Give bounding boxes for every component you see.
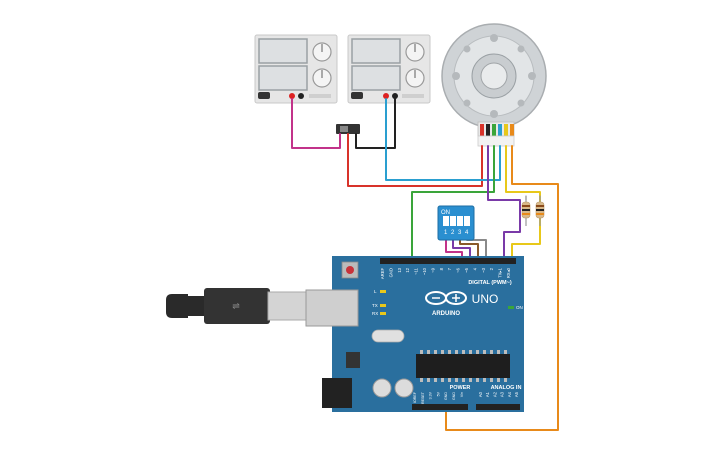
digital-pin-label-15: RX◂0 xyxy=(506,267,511,278)
current-display-1 xyxy=(258,65,308,91)
power-pin-label-0: IOREF xyxy=(413,391,417,403)
power-pin-label-5: GND xyxy=(452,392,456,400)
analog-header[interactable] xyxy=(476,404,520,410)
atmega-chip xyxy=(416,354,510,378)
analog-pin-label-5: A5 xyxy=(514,391,519,397)
rx-led-label: RX xyxy=(372,311,378,316)
dip-switch-number-2: 2 xyxy=(451,230,455,236)
usb-symbol-icon: ⇌ xyxy=(232,301,240,311)
arduino-logo-icon xyxy=(425,291,467,305)
analog-pin-label-1: A1 xyxy=(485,391,490,397)
digital-pin-label-2: 13 xyxy=(397,267,402,272)
negative-terminal-1[interactable] xyxy=(298,93,304,99)
arduino-brand: ARDUINO xyxy=(432,311,460,317)
power-pin-label-2: 3.3V xyxy=(429,391,433,399)
digital-pin-label-6: ~9 xyxy=(430,267,435,272)
motor-shaft xyxy=(480,62,508,90)
power-pin-label-4: GND xyxy=(444,392,448,400)
on-led-label: ON xyxy=(516,305,523,310)
power-pin-label-1: RESET xyxy=(421,391,425,404)
digital-pin-label-4: ~11 xyxy=(414,267,419,274)
digital-pin-label-9: ~6 xyxy=(456,267,461,272)
digital-pin-label-10: ~5 xyxy=(464,267,469,272)
digital-pin-label-7: 8 xyxy=(439,267,444,270)
negative-terminal-2[interactable] xyxy=(392,93,398,99)
dip-switch[interactable]: ON 1 2 3 4 xyxy=(437,205,475,241)
dip-switch-number-3: 3 xyxy=(458,230,462,236)
l-led-label: L xyxy=(374,289,377,294)
resistor-2[interactable] xyxy=(535,196,545,226)
analog-pin-label-4: A4 xyxy=(507,391,512,397)
analog-pin-label-2: A2 xyxy=(492,391,497,397)
analog-pin-label-3: A3 xyxy=(500,391,505,397)
analog-pin-label-0: A0 xyxy=(478,391,483,397)
dip-switch-number-4: 4 xyxy=(465,230,469,236)
positive-terminal-2[interactable] xyxy=(383,93,389,99)
power-supply-2[interactable] xyxy=(347,34,431,104)
motor-connector xyxy=(477,135,515,147)
dc-power-jack xyxy=(322,378,352,408)
dip-switch-toggle-3[interactable] xyxy=(457,216,463,226)
usb-plug xyxy=(204,288,270,324)
digital-pin-label-11: 4 xyxy=(472,267,477,270)
dc-motor-encoder[interactable] xyxy=(441,23,547,147)
digital-header-label: DIGITAL (PWM~) xyxy=(468,280,512,286)
capacitor-2 xyxy=(394,378,414,398)
digital-pin-label-12: ~3 xyxy=(481,267,486,272)
crystal xyxy=(371,329,405,343)
capacitor-1 xyxy=(372,378,392,398)
digital-pin-label-14: TX▸1 xyxy=(498,267,503,277)
voltage-regulator xyxy=(346,352,360,368)
dip-switch-on-label: ON xyxy=(441,210,450,216)
digital-header[interactable] xyxy=(380,258,516,264)
digital-pin-label-5: ~10 xyxy=(422,267,427,275)
wires xyxy=(291,98,559,431)
usb-cable: ⇌ xyxy=(166,288,309,324)
digital-pin-label-8: 7 xyxy=(447,267,452,270)
power-switch-1[interactable] xyxy=(258,92,270,99)
digital-pin-label-0: AREF xyxy=(380,268,385,280)
voltage-display-2 xyxy=(351,38,401,64)
voltage-display-1 xyxy=(258,38,308,64)
positive-terminal-1[interactable] xyxy=(289,93,295,99)
chip-pins xyxy=(420,350,507,382)
current-display-2 xyxy=(351,65,401,91)
digital-pin-label-1: GND xyxy=(388,268,393,277)
dip-switch-toggle-4[interactable] xyxy=(464,216,470,226)
tx-led-label: TX xyxy=(372,303,378,308)
power-switch-2[interactable] xyxy=(351,92,363,99)
dip-switch-toggle-2[interactable] xyxy=(450,216,456,226)
power-pin-label-6: Vin xyxy=(460,392,464,397)
power-supply-1[interactable] xyxy=(254,34,338,104)
analog-header-label: ANALOG IN xyxy=(491,385,522,391)
slide-switch[interactable] xyxy=(336,124,360,134)
dip-switch-toggle-1[interactable] xyxy=(443,216,449,226)
dip-switch-number-1: 1 xyxy=(444,230,448,236)
resistor-1[interactable] xyxy=(521,196,531,226)
uno-logo: UNO xyxy=(472,292,499,306)
usb-jack xyxy=(305,289,359,327)
power-pin-label-3: 5V xyxy=(436,391,440,396)
power-header-label: POWER xyxy=(450,385,471,391)
digital-pin-label-3: 12 xyxy=(405,267,410,272)
power-header[interactable] xyxy=(412,404,468,410)
digital-pin-label-13: 2 xyxy=(489,267,494,270)
